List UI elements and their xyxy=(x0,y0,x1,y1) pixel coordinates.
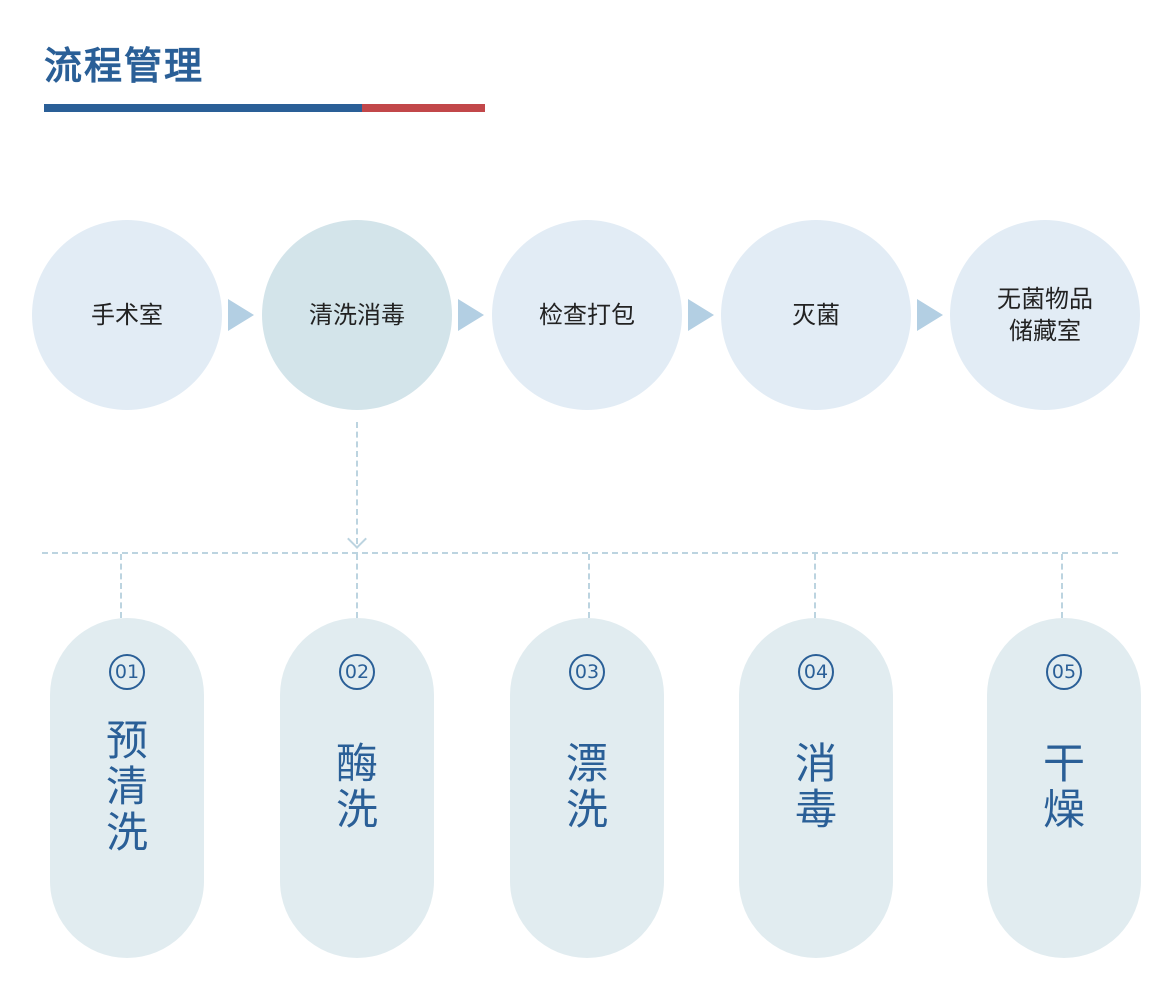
connector-branch-line xyxy=(814,554,816,618)
flow-arrow-icon xyxy=(688,299,714,331)
step-number-badge: 02 xyxy=(339,654,375,690)
step-pill-dry: 05 干 燥 xyxy=(987,618,1141,958)
step-char: 干 xyxy=(1042,739,1085,788)
step-number-badge: 05 xyxy=(1046,654,1082,690)
step-pill-disinfect: 04 消 毒 xyxy=(739,618,893,958)
flow-node-cleaning: 清洗消毒 xyxy=(262,220,452,410)
step-number-badge: 04 xyxy=(798,654,834,690)
connector-horizontal-line xyxy=(42,552,1118,554)
step-char: 消 xyxy=(794,739,837,788)
flow-node-label: 灭菌 xyxy=(792,301,840,329)
step-char: 洗 xyxy=(335,785,378,834)
step-label: 干 燥 xyxy=(1043,690,1085,884)
step-char: 清 xyxy=(105,762,148,811)
flow-node-label: 检查打包 xyxy=(539,301,635,329)
connector-branch-line xyxy=(588,554,590,618)
step-label: 酶 洗 xyxy=(336,690,378,884)
step-char: 燥 xyxy=(1042,785,1085,834)
flow-node-operating-room: 手术室 xyxy=(32,220,222,410)
flow-node-storage: 无菌物品 储藏室 xyxy=(950,220,1140,410)
step-char: 预 xyxy=(105,716,148,765)
title-underline-red xyxy=(362,104,485,112)
flow-node-packing: 检查打包 xyxy=(492,220,682,410)
step-char: 漂 xyxy=(565,739,608,788)
step-char: 酶 xyxy=(335,739,378,788)
connector-down-arrow-icon xyxy=(347,529,367,549)
flow-node-sterilize: 灭菌 xyxy=(721,220,911,410)
title-underline-blue xyxy=(44,104,362,112)
connector-branch-line xyxy=(1061,554,1063,618)
connector-branch-line xyxy=(120,554,122,618)
step-label: 预 清 洗 xyxy=(106,690,148,884)
connector-down-line xyxy=(356,422,358,544)
flow-arrow-icon xyxy=(917,299,943,331)
step-number-badge: 01 xyxy=(109,654,145,690)
flow-node-label: 清洗消毒 xyxy=(309,301,405,329)
step-char: 洗 xyxy=(565,785,608,834)
flow-arrow-icon xyxy=(458,299,484,331)
page-title: 流程管理 xyxy=(44,44,205,88)
step-pill-prewash: 01 预 清 洗 xyxy=(50,618,204,958)
step-label: 漂 洗 xyxy=(566,690,608,884)
step-number-badge: 03 xyxy=(569,654,605,690)
step-pill-enzyme-wash: 02 酶 洗 xyxy=(280,618,434,958)
step-label: 消 毒 xyxy=(795,690,837,884)
flow-node-label: 无菌物品 储藏室 xyxy=(997,285,1093,345)
step-pill-rinse: 03 漂 洗 xyxy=(510,618,664,958)
step-char: 洗 xyxy=(105,808,148,857)
flow-arrow-icon xyxy=(228,299,254,331)
flow-node-label: 手术室 xyxy=(91,301,163,329)
connector-branch-line xyxy=(356,554,358,618)
step-char: 毒 xyxy=(794,785,837,834)
